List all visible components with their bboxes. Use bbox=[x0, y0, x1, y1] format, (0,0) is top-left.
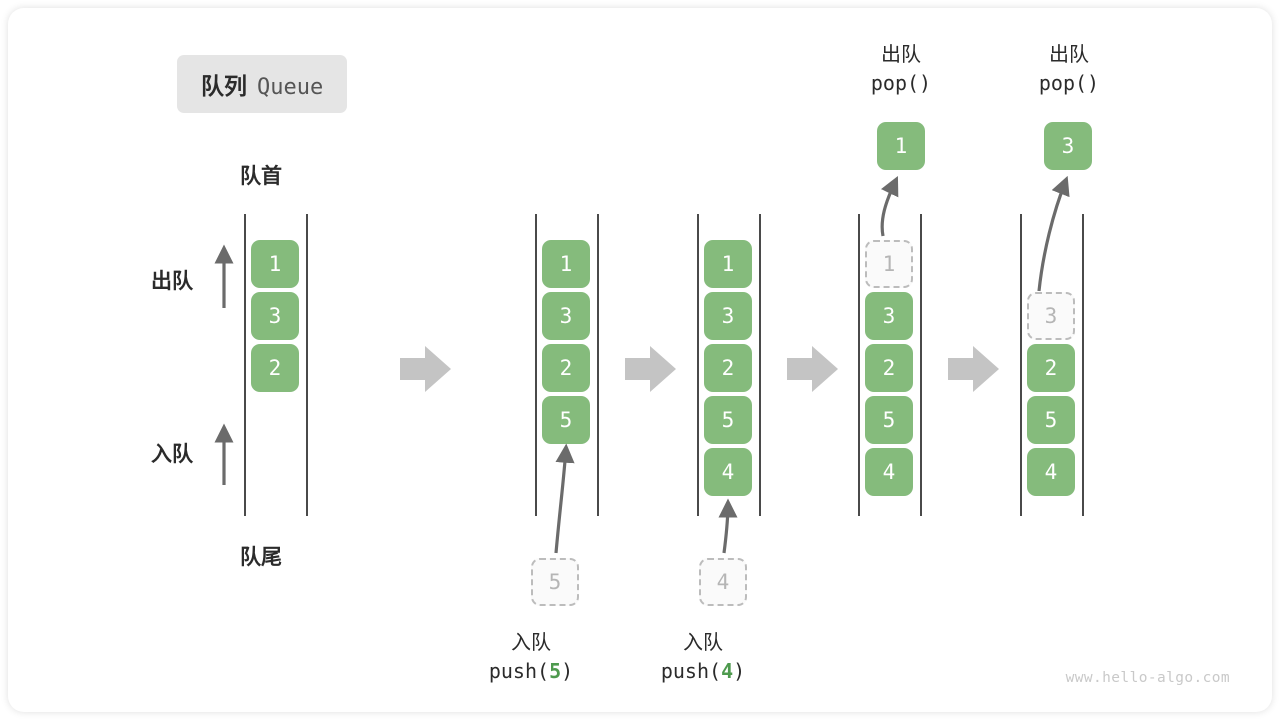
enqueue-label-col1: 入队 bbox=[151, 442, 193, 466]
queue-item-new: 5 bbox=[542, 396, 590, 444]
tail-label: 队尾 bbox=[240, 545, 282, 569]
pop-1-caption-cn: 出队 bbox=[881, 42, 921, 66]
queue-item: 5 bbox=[865, 396, 913, 444]
queue-rail-left-col4 bbox=[858, 214, 860, 516]
queue-item: 3 bbox=[251, 292, 299, 340]
pop-3-arrow-icon bbox=[1037, 175, 1070, 292]
queue-rail-right-col4 bbox=[920, 214, 922, 516]
watermark: www.hello-algo.com bbox=[1065, 670, 1230, 686]
diagram-title-badge: 队列 Queue bbox=[177, 55, 348, 113]
queue-item: 3 bbox=[704, 292, 752, 340]
queue-item: 4 bbox=[865, 448, 913, 496]
push-5-caption-code: push(5) bbox=[488, 659, 574, 683]
queue-rail-right-col3 bbox=[759, 214, 761, 516]
queue-item: 1 bbox=[542, 240, 590, 288]
queue-item: 2 bbox=[1027, 344, 1075, 392]
popped-slot-ghost: 1 bbox=[865, 240, 913, 288]
queue-rail-right-col1 bbox=[306, 214, 308, 516]
queue-item: 3 bbox=[542, 292, 590, 340]
push-5-caption-cn: 入队 bbox=[511, 630, 551, 654]
pop-3-caption-cn: 出队 bbox=[1049, 42, 1089, 66]
push-5-arrow-icon bbox=[554, 443, 575, 554]
push-4-caption: 入队 push(4) bbox=[623, 628, 783, 686]
queue-rail-left-col2 bbox=[535, 214, 537, 516]
queue-item-new: 4 bbox=[704, 448, 752, 496]
pop-3-caption: 出队 pop() bbox=[989, 40, 1149, 98]
queue-item: 4 bbox=[1027, 448, 1075, 496]
dequeue-label-col1: 出队 bbox=[151, 269, 193, 293]
queue-item: 3 bbox=[865, 292, 913, 340]
arrow-overlay bbox=[214, 175, 1070, 554]
step-arrow-icon bbox=[625, 346, 676, 392]
pop-3-caption-code: pop() bbox=[1038, 71, 1100, 95]
head-label: 队首 bbox=[240, 164, 282, 188]
queue-item: 1 bbox=[704, 240, 752, 288]
popped-slot-ghost: 3 bbox=[1027, 292, 1075, 340]
queue-rail-right-col5 bbox=[1082, 214, 1084, 516]
queue-item: 5 bbox=[1027, 396, 1075, 444]
step-arrow-icon bbox=[400, 346, 451, 392]
queue-item: 2 bbox=[542, 344, 590, 392]
queue-item: 5 bbox=[704, 396, 752, 444]
queue-item: 2 bbox=[251, 344, 299, 392]
push-4-caption-cn: 入队 bbox=[683, 630, 723, 654]
queue-item: 2 bbox=[704, 344, 752, 392]
popped-value: 1 bbox=[877, 122, 925, 170]
step-arrow-icon bbox=[948, 346, 999, 392]
push-4-caption-code: push(4) bbox=[660, 659, 746, 683]
diagram-frame: 队列 Queue 队首 队尾 出队 入队 1 3 2 1 3 2 5 5 入队 … bbox=[8, 8, 1272, 712]
popped-value: 3 bbox=[1044, 122, 1092, 170]
queue-rail-left-col3 bbox=[697, 214, 699, 516]
incoming-value-ghost: 5 bbox=[531, 558, 579, 606]
push-4-arrow-icon bbox=[718, 498, 738, 554]
queue-rail-left-col1 bbox=[244, 214, 246, 516]
queue-rail-right-col2 bbox=[597, 214, 599, 516]
pop-1-arrow-icon bbox=[880, 175, 899, 237]
pop-1-caption-code: pop() bbox=[870, 71, 932, 95]
incoming-value-ghost: 4 bbox=[699, 558, 747, 606]
title-chinese: 队列 bbox=[201, 74, 247, 100]
pop-1-caption: 出队 pop() bbox=[821, 40, 981, 98]
push-5-caption: 入队 push(5) bbox=[451, 628, 611, 686]
title-english: Queue bbox=[257, 75, 324, 100]
queue-item: 1 bbox=[251, 240, 299, 288]
step-arrow-icon bbox=[787, 346, 838, 392]
queue-item: 2 bbox=[865, 344, 913, 392]
queue-rail-left-col5 bbox=[1020, 214, 1022, 516]
